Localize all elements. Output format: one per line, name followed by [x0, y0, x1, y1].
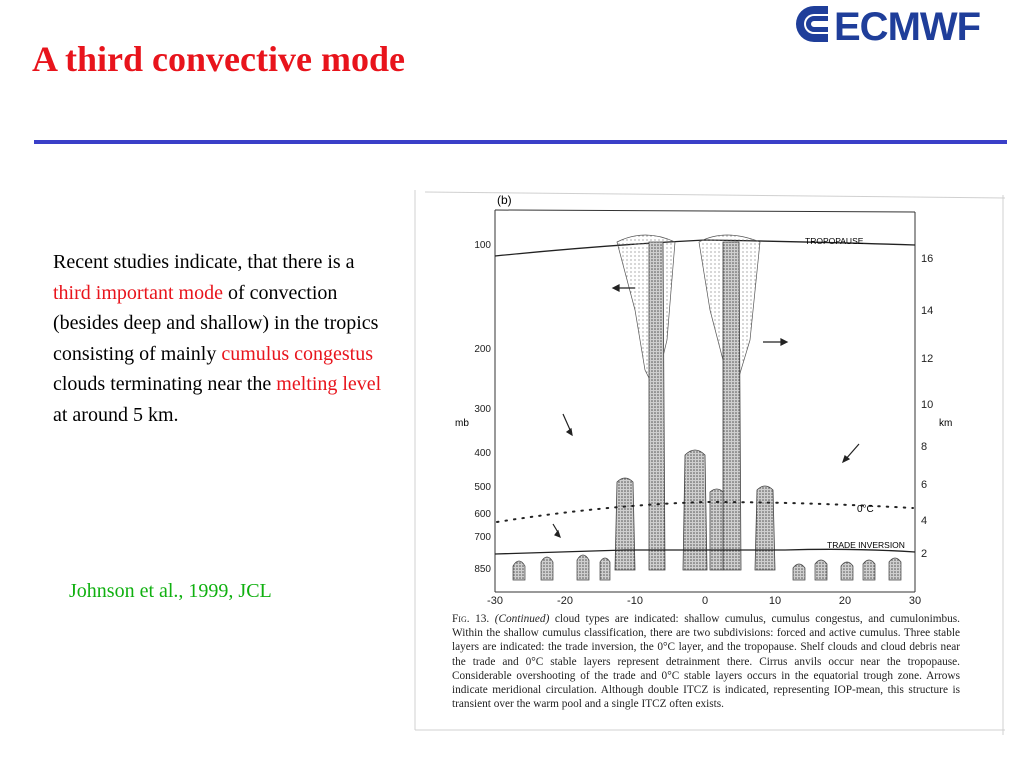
- height-tick: 8: [921, 441, 927, 453]
- pressure-tick: 500: [474, 482, 491, 493]
- cumulonimbus-left: [648, 241, 666, 571]
- citation: Johnson et al., 1999, JCL: [69, 580, 272, 602]
- shallow-cumulus: [862, 559, 876, 581]
- figure-caption: Fig. 13. (Continued) cloud types are ind…: [452, 612, 960, 711]
- body-paragraph: Recent studies indicate, that there is a…: [53, 247, 393, 430]
- x-tick: 30: [909, 595, 921, 607]
- caption-continued: (Continued): [494, 613, 550, 625]
- pressure-tick: 850: [474, 564, 491, 575]
- left-axis-unit: mb: [455, 418, 469, 429]
- arrow-head-icon: [565, 427, 573, 437]
- congestus-left: [614, 477, 636, 571]
- logo-swirl-icon: [796, 6, 828, 42]
- shallow-cumulus: [576, 554, 590, 581]
- height-tick: 4: [921, 515, 927, 527]
- freezing-level-label: 0°C: [857, 504, 874, 515]
- body-text-4: at around 5 km.: [53, 403, 179, 426]
- pressure-tick: 100: [474, 240, 491, 251]
- height-tick: 14: [921, 305, 933, 317]
- circulation-arrow: [562, 413, 572, 433]
- cumulonimbus-right: [722, 241, 742, 571]
- highlight-third-mode: third important mode: [53, 281, 223, 304]
- convection-figure: (b) 100 200 300 400 500 600 700 850 mb 1…: [414, 190, 1006, 735]
- shallow-cumulus: [599, 557, 611, 581]
- title-divider: [34, 140, 1007, 144]
- arrow-head-icon: [841, 455, 851, 464]
- x-tick: -10: [627, 595, 643, 607]
- x-tick: 0: [702, 595, 708, 607]
- shallow-cumulus: [814, 559, 828, 581]
- shallow-cumulus: [888, 557, 902, 581]
- shallow-cumulus: [792, 563, 806, 581]
- body-text-2: of convection (besides deep and shallow)…: [53, 281, 379, 365]
- congestus-center: [682, 449, 708, 571]
- pressure-tick: 700: [474, 532, 491, 543]
- highlight-melting-level: melting level: [276, 373, 382, 395]
- trade-inversion-line: [494, 548, 916, 555]
- height-tick: 16: [921, 253, 933, 265]
- shallow-cumulus: [840, 561, 854, 581]
- arrow-head-icon: [611, 284, 620, 292]
- caption-text: cloud types are indicated: shallow cumul…: [452, 613, 961, 711]
- pressure-tick: 200: [474, 344, 491, 355]
- highlight-congestus: cumulus congestus: [221, 342, 373, 365]
- congestus-right: [754, 485, 776, 571]
- panel-label: (b): [497, 193, 512, 207]
- logo-wordmark: ECMWF: [834, 5, 980, 46]
- arrow-head-icon: [780, 338, 789, 346]
- x-tick: 10: [769, 595, 781, 607]
- right-axis-unit: km: [939, 418, 952, 429]
- tropopause-label: TROPOPAUSE: [805, 236, 864, 246]
- body-text-1: Recent studies indicate, that there is a: [53, 251, 355, 273]
- body-text-3: clouds terminating near the: [53, 373, 277, 395]
- pressure-tick: 600: [474, 509, 491, 520]
- slide-title: A third convective mode: [32, 39, 405, 79]
- height-tick: 6: [921, 479, 927, 491]
- shallow-cumulus: [512, 560, 526, 581]
- x-tick: 20: [839, 595, 851, 607]
- trade-inversion-label: TRADE INVERSION: [827, 540, 905, 550]
- x-tick: -20: [557, 595, 573, 607]
- caption-figure-label: Fig. 13.: [452, 613, 490, 625]
- height-tick: 12: [921, 353, 933, 365]
- height-tick: 10: [921, 399, 933, 411]
- ecmwf-logo: ECMWF: [796, 5, 981, 46]
- anvil-left: [616, 234, 676, 392]
- shallow-cumulus: [540, 556, 554, 581]
- arrow-head-icon: [554, 529, 561, 539]
- height-tick: 2: [921, 548, 927, 560]
- pressure-tick: 400: [474, 448, 491, 459]
- pressure-tick: 300: [474, 404, 491, 415]
- x-tick: -30: [487, 595, 503, 607]
